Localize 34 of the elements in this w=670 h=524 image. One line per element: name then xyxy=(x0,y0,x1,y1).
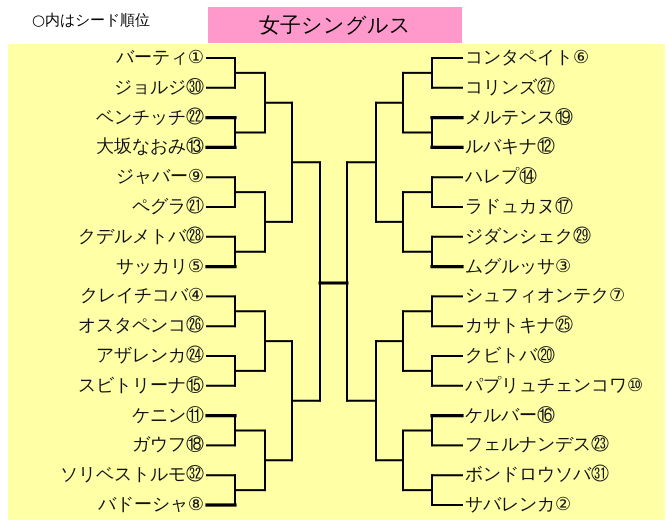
player-name: ペグラ㉑ xyxy=(132,196,204,218)
player-name: スビトリーナ⑮ xyxy=(78,374,204,397)
player-name: クビトバ⑳ xyxy=(465,345,555,367)
player-name: バーティ① xyxy=(116,47,204,69)
title: 女子シングルス xyxy=(208,7,462,43)
player-name: ケニン⑪ xyxy=(132,404,204,427)
player-name: ベンチッチ㉒ xyxy=(96,106,204,129)
player-name: サバレンカ② xyxy=(465,494,572,516)
player-name: 大坂なおみ⑬ xyxy=(96,136,204,158)
player-name: ムグルッサ③ xyxy=(465,256,572,278)
player-name: コリンズ㉗ xyxy=(465,76,555,99)
player-name: ジダンシェク㉙ xyxy=(465,226,591,248)
player-name: ラドュカヌ⑰ xyxy=(465,196,573,218)
player-name: ハレプ⑭ xyxy=(465,166,537,188)
player-name: フェルナンデス㉓ xyxy=(465,434,609,456)
player-name: バドーシャ⑧ xyxy=(98,494,204,516)
player-name: ボンドロウソバ㉛ xyxy=(465,464,609,486)
player-name: ルバキナ⑫ xyxy=(465,136,555,158)
player-name: ガウフ⑱ xyxy=(132,434,204,456)
player-name: クレイチコバ④ xyxy=(80,285,204,308)
player-name: パプリュチェンコワ⑩ xyxy=(465,374,644,397)
player-name: オスタペンコ㉖ xyxy=(78,315,204,338)
player-name: ソリベストルモ㉜ xyxy=(60,464,204,486)
player-name: メルテンス⑲ xyxy=(465,106,573,129)
player-name: ジョルジ㉚ xyxy=(114,76,204,99)
player-name: ジャバー⑨ xyxy=(116,166,204,188)
player-name: クデルメトバ㉘ xyxy=(78,226,204,248)
player-name: カサトキナ㉕ xyxy=(465,315,573,338)
player-name: シュフィオンテク⑦ xyxy=(465,285,626,308)
player-name: ケルバー⑯ xyxy=(465,404,555,427)
player-name: コンタペイト⑥ xyxy=(465,47,590,69)
player-name: サッカリ⑤ xyxy=(116,256,204,278)
player-name: アザレンカ㉔ xyxy=(96,345,204,367)
note: ○内はシード順位 xyxy=(32,10,150,30)
